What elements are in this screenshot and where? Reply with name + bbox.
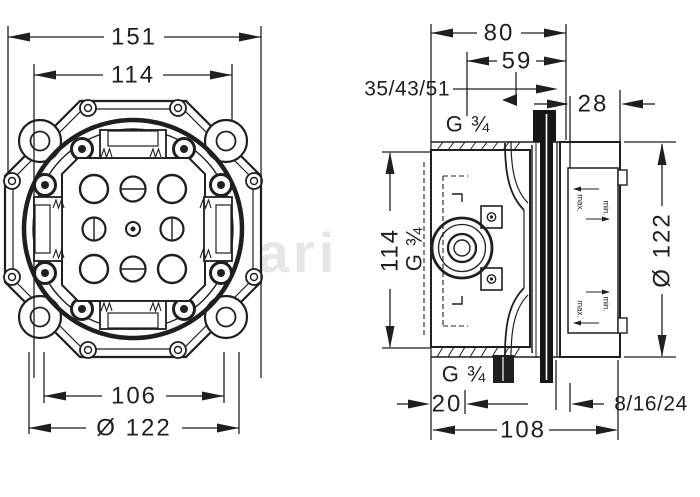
dim-front-diameter: Ø 122 — [96, 415, 171, 442]
extension-lines — [7, 24, 676, 440]
dim-finish-depth-range: 8/16/24 — [614, 393, 688, 416]
min-label-top: min. — [602, 200, 611, 215]
sleeve-tab-top — [617, 169, 628, 186]
port-bottom-label: G ¾ — [442, 362, 487, 387]
internal-bracket-bottom — [452, 296, 463, 305]
dim-tile-depth-range: 35/43/51 — [364, 78, 450, 101]
dim-side-diameter: Ø 122 — [649, 212, 676, 287]
internal-bracket-top — [452, 193, 463, 202]
protective-sleeve-inner — [567, 167, 619, 334]
dim-side-inner-depth: 59 — [502, 48, 533, 75]
top-port-stub — [533, 110, 556, 142]
hidden-edges — [423, 162, 468, 336]
central-port — [430, 216, 494, 280]
port-hole-grid — [78, 173, 188, 285]
funnel-chutes — [504, 140, 529, 358]
sleeve-tab-bottom — [617, 317, 628, 334]
watermark-text: ari — [258, 221, 339, 284]
dimension-labels: 151 114 106 Ø 122 80 59 35/43/51 28 G ¾ … — [96, 20, 687, 444]
max-label-top: max. — [576, 194, 585, 211]
seal-ring-outer — [21, 117, 245, 341]
port-mid-label: G ¾ — [402, 227, 427, 272]
dimension-arrowheads — [8, 28, 667, 435]
minmax-arrows — [573, 186, 610, 326]
dim-sleeve-depth: 28 — [578, 91, 609, 118]
dim-side-height: 114 — [377, 228, 404, 272]
dim-front-inner-width: 114 — [111, 62, 155, 89]
right-view-section — [423, 110, 628, 383]
min-label-bottom: min. — [602, 296, 611, 311]
corner-ears — [17, 118, 249, 340]
dim-side-depth: 80 — [484, 20, 515, 47]
dim-bottom-offset: 20 — [432, 391, 463, 418]
port-leader-arrow — [502, 94, 517, 106]
dim-front-bottom-width: 106 — [111, 383, 157, 410]
function-block-tabs — [33, 129, 233, 330]
section-hatch — [436, 141, 521, 358]
dim-front-width: 151 — [111, 24, 157, 51]
fixing-screws — [480, 205, 503, 291]
port-top-label: G ¾ — [446, 112, 491, 137]
center-hole — [125, 221, 141, 237]
left-view-front — [3, 99, 263, 359]
screw-bosses — [33, 137, 233, 321]
edge-bosses — [3, 99, 263, 359]
max-label-bottom: max. — [576, 300, 585, 317]
dim-side-bottom-width: 108 — [500, 417, 546, 444]
protective-sleeve-outer — [559, 141, 621, 358]
hatch-marks — [52, 147, 212, 313]
